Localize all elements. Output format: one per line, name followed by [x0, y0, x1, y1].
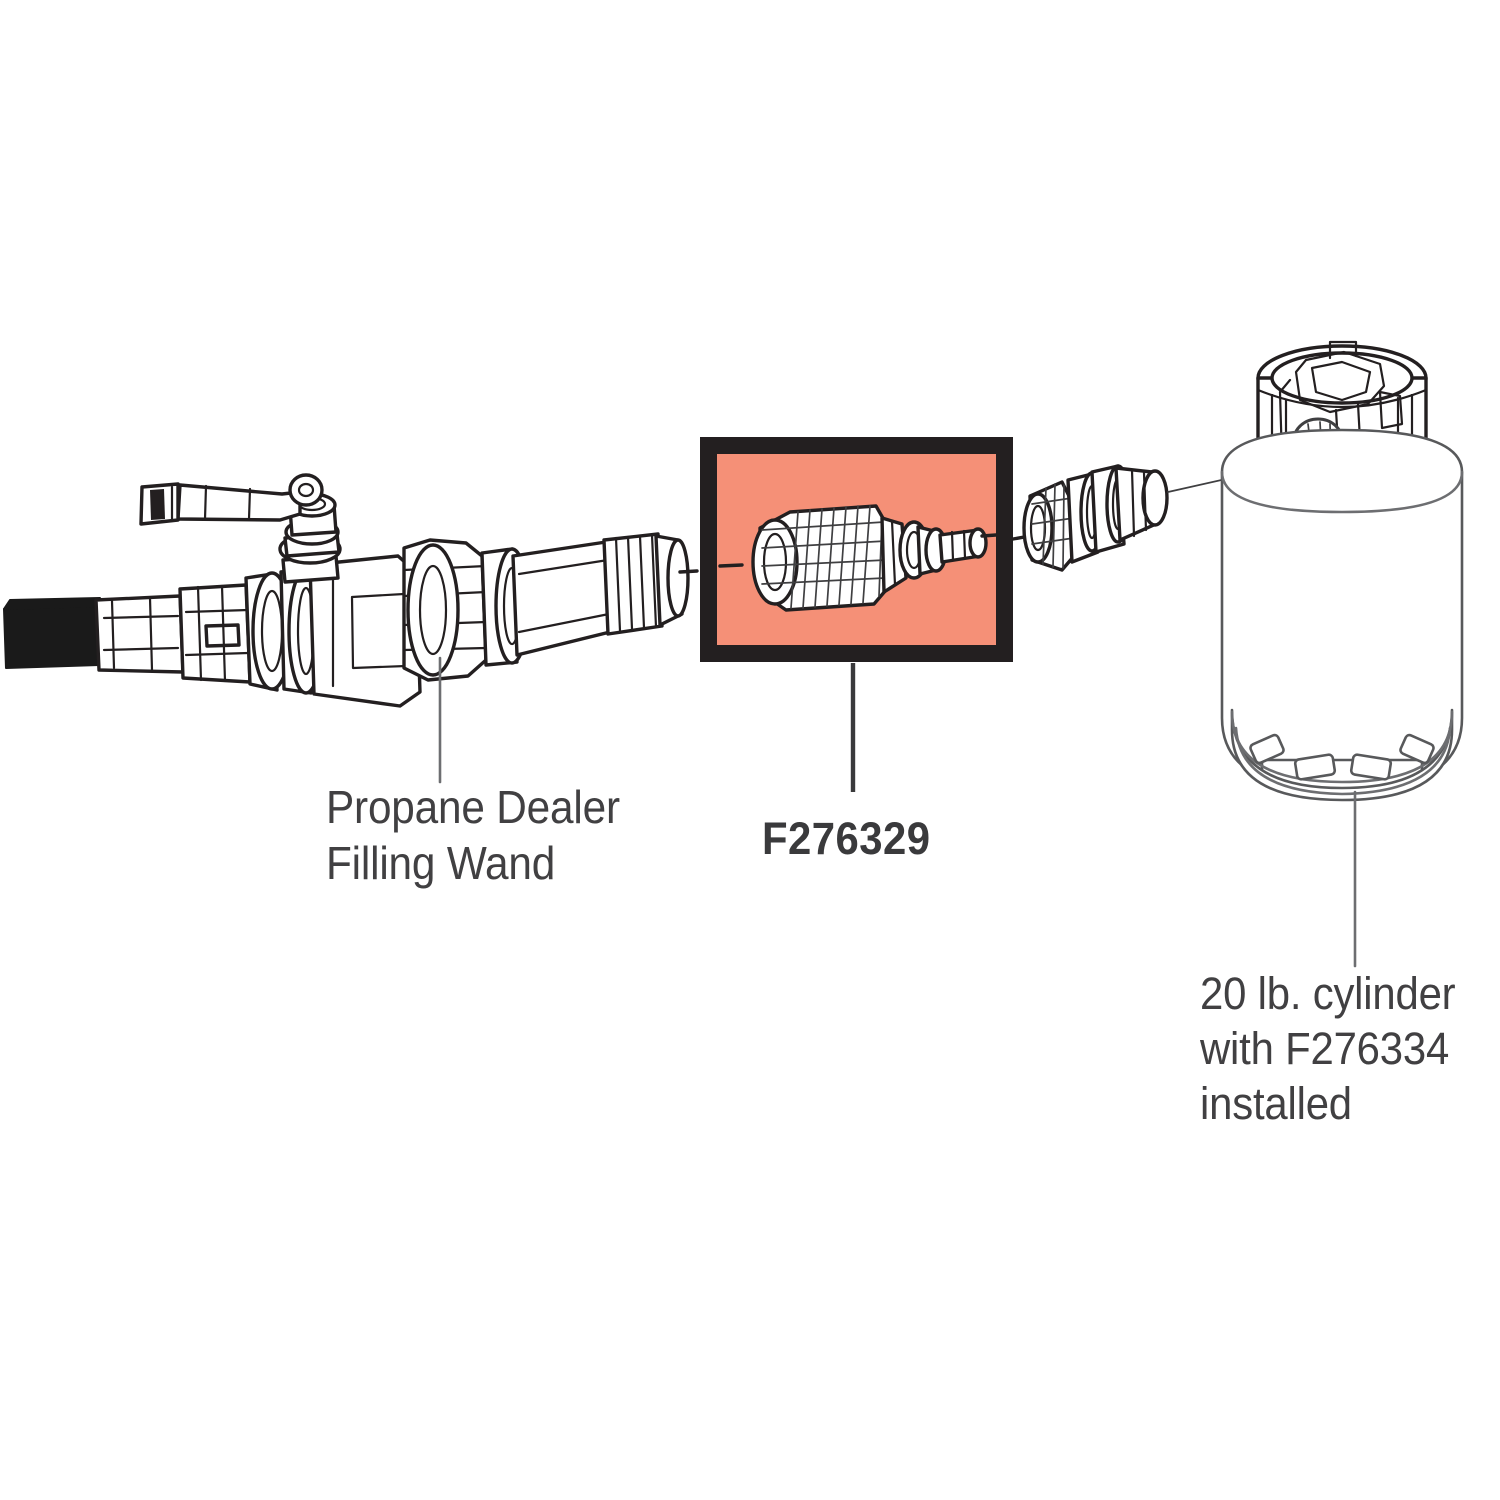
adapter-knurl: [1022, 480, 1076, 572]
valve-handle-lever: [139, 473, 324, 526]
label-cylinder-line2: with F276334: [1200, 1022, 1450, 1074]
propane-cylinder-illustration: [1220, 340, 1464, 802]
highlighted-part-box: [700, 437, 1013, 662]
connector-dash-left: [678, 569, 699, 574]
wand-threaded-tip: [602, 532, 690, 636]
swivel-nut: [178, 583, 252, 684]
wand-nozzle-tube: [511, 540, 612, 657]
hose-ferrule: [94, 594, 185, 674]
label-part-number: F276329: [762, 812, 930, 867]
label-wand-line2: Filling Wand: [326, 837, 556, 890]
outlet-hex-flange: [402, 538, 488, 682]
label-wand-line1: Propane Dealer: [326, 781, 620, 833]
label-cylinder-line3: installed: [1200, 1077, 1352, 1129]
adapter-nose: [1114, 466, 1169, 542]
label-part-number-text: F276329: [762, 813, 931, 864]
label-cylinder-line1: 20 lb. cylinder: [1200, 968, 1456, 1019]
propane-dealer-filling-wand-illustration: [3, 473, 699, 708]
cylinder-body: [1220, 428, 1464, 780]
hose-stub: [3, 597, 101, 669]
cylinder-valve-adapter-illustration: [1011, 464, 1169, 572]
filler-adapter-illustration: [718, 504, 996, 612]
cylinder-foot-ring: [1230, 708, 1454, 802]
